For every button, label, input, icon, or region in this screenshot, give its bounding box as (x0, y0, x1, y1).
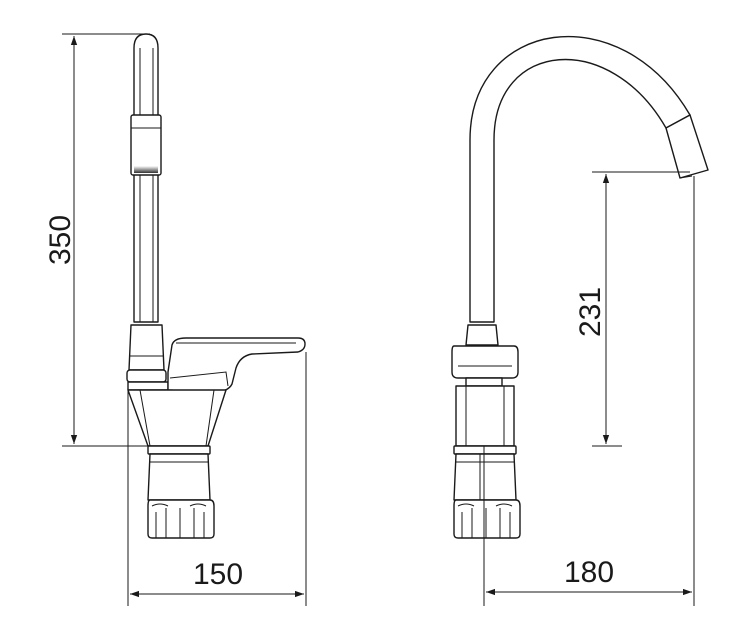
side-base-nut (147, 445, 215, 539)
dimension-outlet-height-label: 231 (574, 287, 607, 337)
side-aerator (130, 114, 162, 176)
front-collar (451, 324, 519, 387)
side-collar (126, 324, 169, 391)
side-lever-handle (167, 337, 306, 393)
dimension-base-width: 150 (127, 352, 307, 606)
dimension-reach-label: 180 (564, 556, 614, 589)
dimension-reach: 180 (483, 176, 695, 606)
dimension-outlet-height: 231 (574, 171, 690, 447)
dimension-height-total: 350 (44, 33, 150, 447)
dimension-base-width-label: 150 (193, 558, 243, 591)
front-view (451, 35, 709, 539)
front-gooseneck-spout (469, 35, 709, 323)
side-spout (130, 33, 162, 323)
side-body (127, 389, 227, 447)
front-base-nut (453, 445, 521, 539)
dimension-height-total-label: 350 (44, 215, 77, 265)
side-view (126, 33, 306, 539)
front-aerator (665, 114, 709, 179)
front-body (455, 385, 515, 447)
